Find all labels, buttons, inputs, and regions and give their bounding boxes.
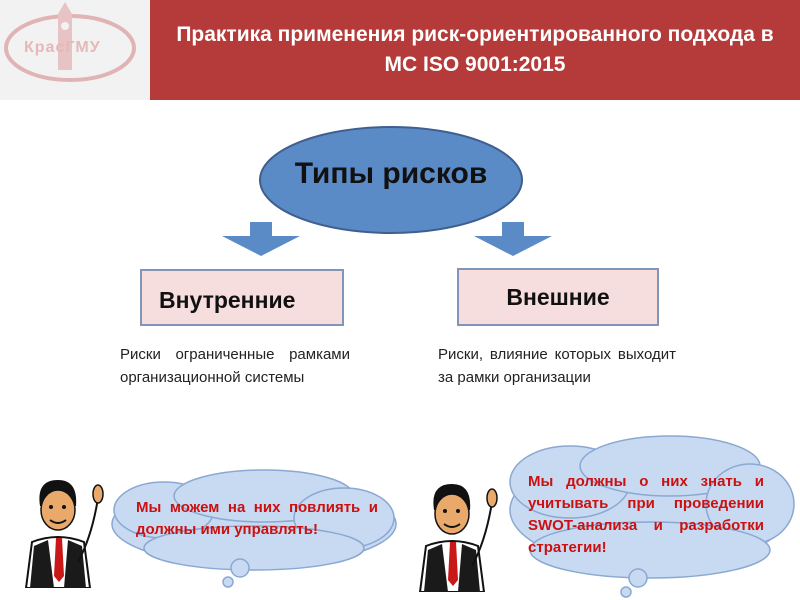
slide-header: КрасГМУ Практика применения риск-ориенти…: [0, 0, 800, 100]
internal-risks-box: Внутренние: [140, 269, 344, 326]
risk-types-ellipse: [258, 125, 524, 235]
logo-text: КрасГМУ: [24, 39, 101, 56]
thinking-man-icon: [24, 480, 104, 588]
slide-title: Практика применения риск-ориентированног…: [150, 0, 800, 100]
external-callout-text: Мы должны о них знать и учитывать при пр…: [528, 473, 764, 556]
callout-cloud: [509, 435, 795, 598]
down-arrow-icon: [474, 222, 552, 256]
internal-risks-description: Риски ограниченные рамками организационн…: [120, 346, 350, 386]
external-risks-description: Риски, влияние которых выходит за рамки …: [438, 346, 676, 386]
risk-types-label: Типы рисков: [294, 157, 488, 190]
external-risks-box: Внешние: [457, 268, 659, 326]
internal-callout-text: Мы можем на них повлиять и должны ими уп…: [136, 499, 378, 538]
university-logo: КрасГМУ: [0, 0, 150, 100]
callout-cloud: [111, 469, 397, 588]
internal-risks-label: Внутренние: [159, 287, 296, 313]
external-risks-label: Внешние: [506, 283, 610, 310]
down-arrow-icon: [222, 222, 300, 256]
thinking-man-icon: [418, 484, 498, 592]
